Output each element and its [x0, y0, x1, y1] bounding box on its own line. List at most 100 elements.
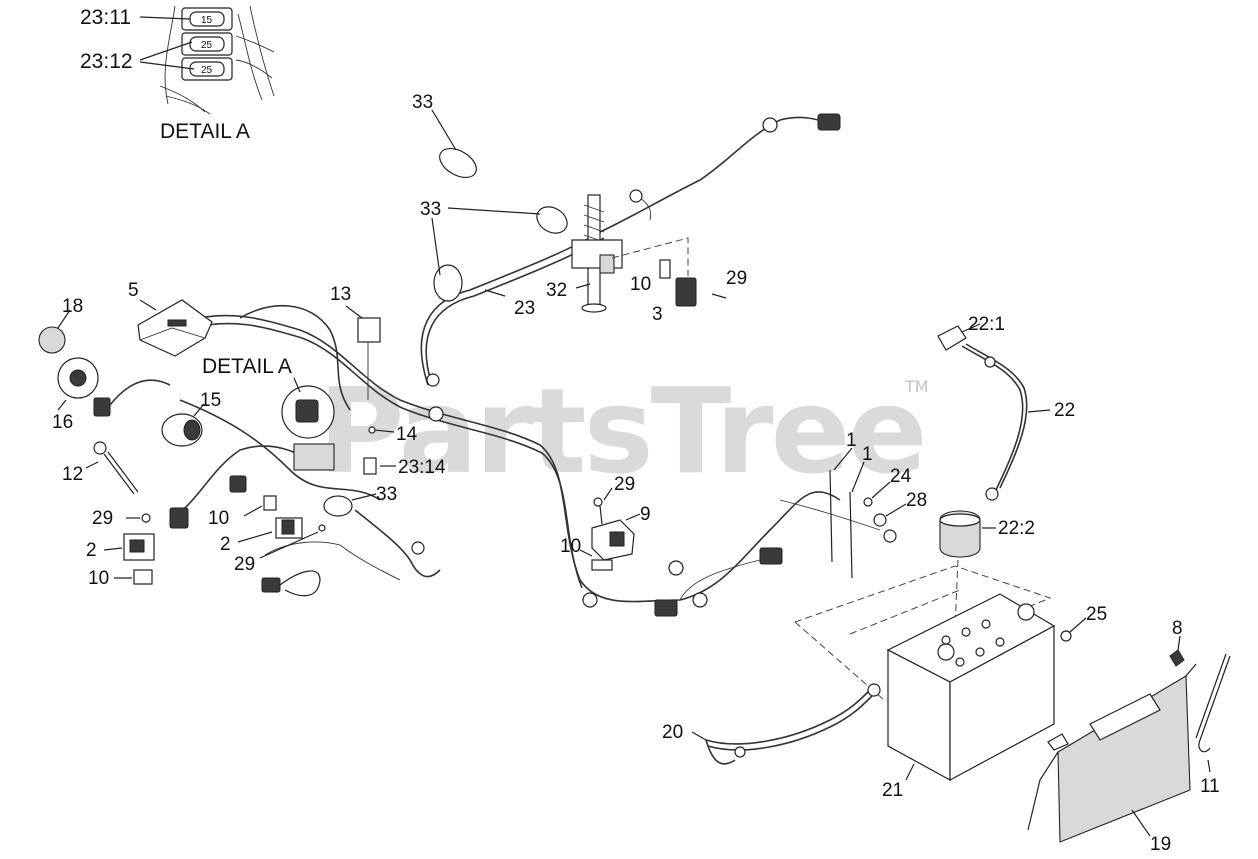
- callout-9: 9: [640, 504, 651, 525]
- detail-a-inset: 15 25 25 23:11 23:12 DETAIL A: [80, 5, 275, 143]
- battery-cap-1: [941, 635, 951, 645]
- grommet-33-low: [323, 495, 353, 517]
- callout-2-mid: 2: [220, 534, 231, 555]
- callout-29-right: 29: [614, 474, 635, 495]
- watermark: PartsTree TM: [318, 362, 929, 500]
- battery: 21 25: [794, 565, 1107, 801]
- switch-base: [581, 303, 607, 313]
- upper-harness: 33 33 23: [412, 92, 841, 386]
- callout-23-14: 23:14: [398, 457, 446, 478]
- battery-cap-6: [955, 657, 965, 667]
- center-cluster: DETAIL A 13 14 23:14: [202, 284, 446, 478]
- middle-right-switch: 29 9 10: [560, 474, 651, 571]
- module-block: [293, 443, 335, 471]
- battery-terminal-pos: [1017, 603, 1035, 621]
- relay-13: [357, 317, 381, 343]
- battery-cover: 19 11 8: [1027, 618, 1231, 855]
- harness-clip-1: [426, 373, 440, 387]
- fuse-25-b-label: 25: [201, 65, 213, 76]
- negative-cable: 20: [662, 683, 881, 765]
- bracket-10-top: [659, 259, 671, 279]
- callout-5: 5: [128, 280, 139, 301]
- battery-cover-19: [1057, 675, 1191, 843]
- battery-cap-3: [981, 619, 991, 629]
- harness-clip-4: [668, 560, 684, 576]
- alarm-15-face: [183, 419, 201, 441]
- callout-11: 11: [1200, 776, 1220, 797]
- screw-14: [368, 426, 376, 434]
- ring-terminal: [883, 529, 897, 543]
- fuse-block: [295, 399, 319, 423]
- cover-latch: [1047, 733, 1069, 751]
- callout-13: 13: [330, 284, 351, 305]
- bracket-10-right: [591, 559, 613, 571]
- grommet-33-upper: [536, 206, 568, 234]
- terminal-cover-top: [939, 513, 981, 527]
- callout-33-low: 33: [376, 484, 397, 505]
- cable-end-top: [984, 356, 996, 368]
- fuse-25-a-label: 25: [201, 40, 213, 51]
- switch-9-plunger: [609, 531, 625, 547]
- grommet-33-left: [433, 264, 463, 302]
- screw-29-mid: [318, 524, 326, 532]
- battery-cap-4: [995, 637, 1005, 647]
- relay-3: [675, 277, 697, 307]
- lower-left-switches: 29 2 10 10 2 29: [86, 475, 326, 589]
- hour-meter-display: [167, 319, 187, 327]
- callout-21: 21: [882, 780, 903, 801]
- callout-33-mid: 33: [420, 199, 441, 220]
- ignition-switch-core: [69, 369, 87, 387]
- screw-29-left: [141, 513, 151, 523]
- bolt-24: [863, 497, 873, 507]
- switch-body: [599, 254, 615, 274]
- callout-18: 18: [62, 296, 83, 317]
- connector-lower-left: [169, 507, 189, 529]
- fuse-15-label: 15: [201, 15, 213, 26]
- callout-33-top: 33: [412, 92, 433, 113]
- callout-15: 15: [200, 390, 221, 411]
- upper-connector: [817, 113, 841, 131]
- callout-12: 12: [62, 464, 83, 485]
- callout-29-top: 29: [726, 268, 747, 289]
- switch-2-left-plunger: [129, 539, 145, 553]
- key-18: [38, 326, 66, 354]
- callout-10-right: 10: [560, 536, 581, 557]
- cable-20-end: [734, 746, 746, 758]
- nut-25: [1060, 630, 1072, 642]
- connector-mid-left: [229, 475, 247, 493]
- harness-clip-2: [428, 406, 444, 422]
- callout-1-b: 1: [862, 444, 873, 465]
- callout-22-2: 22:2: [998, 518, 1035, 539]
- callout-25: 25: [1086, 604, 1107, 625]
- hour-meter-5: [137, 299, 213, 357]
- terminal-boot-22-1: [937, 325, 967, 351]
- callout-1-a: 1: [846, 430, 857, 451]
- battery-front: [949, 624, 1055, 782]
- detail-a-title: DETAIL A: [160, 120, 250, 143]
- connector-lower: [654, 599, 678, 617]
- callout-10-top: 10: [630, 274, 651, 295]
- callout-29-left: 29: [92, 508, 113, 529]
- harness-clip-5: [692, 592, 708, 608]
- left-cluster: 5 18 16 15 12: [38, 280, 221, 495]
- battery-cap-2: [961, 627, 971, 637]
- harness-clip-6: [411, 541, 425, 555]
- battery-cover-tab: [1089, 693, 1161, 741]
- fuse-23-14: [363, 457, 377, 475]
- nut-28: [873, 513, 887, 527]
- callout-2-left: 2: [86, 540, 97, 561]
- cable-20-terminal: [867, 683, 881, 697]
- watermark-trademark: TM: [904, 377, 929, 396]
- battery-terminal-neg: [937, 643, 955, 661]
- screw-29-right: [593, 497, 603, 507]
- callout-22: 22: [1054, 400, 1075, 421]
- callout-29-mid: 29: [234, 554, 255, 575]
- callout-20: 20: [662, 722, 683, 743]
- callout-detail-a: DETAIL A: [202, 355, 292, 378]
- callout-23: 23: [514, 298, 535, 319]
- bracket-10-left: [133, 569, 153, 585]
- callout-19: 19: [1150, 834, 1171, 855]
- callout-10-mid: 10: [208, 508, 229, 529]
- connector-right: [759, 547, 783, 565]
